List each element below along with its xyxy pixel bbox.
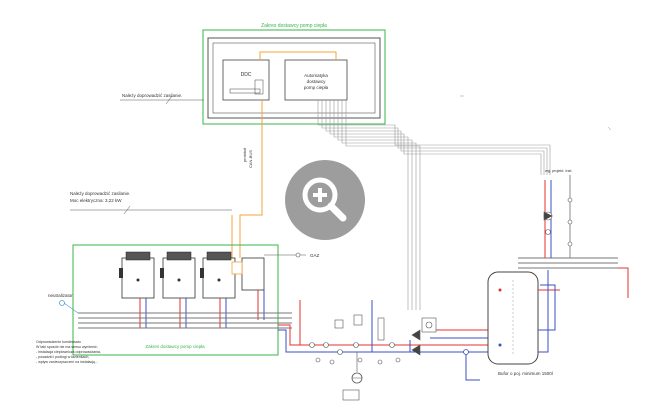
header-pipes [78,312,292,329]
heat-pump-scope-label: Zakres dostawcy pomp ciepła [145,344,205,349]
control-cabinet-outer [207,37,381,119]
gas-label: GAZ [310,253,320,258]
buffer-tank [487,271,539,365]
protocol-canbus-label: CAN-BUS [248,150,253,168]
control-scope-label: Zakres dostawcy pomp ciepła [261,23,327,29]
project-tag: wg. projekt. inst. [545,169,572,173]
can-bus-wiring [231,51,337,258]
magnifier-plus-icon [302,177,347,222]
heat-pump-units [119,251,265,299]
main-pipes [278,300,488,353]
heat-pump-unit-3 [200,251,236,299]
svg-text:- instalacja ciepłownicza odpr: - instalacja ciepłownicza odprowadzania, [36,350,101,354]
power-note-mid-1: Należy doprowadzić zasilanie. [70,191,130,196]
cascade-module [241,257,265,291]
neutralizer [59,300,65,306]
svg-text:Odprowadzenie kondensatu: Odprowadzenie kondensatu [36,340,81,344]
distribution-pipes [518,257,629,298]
automation-label-3: pomp ciepła [304,85,329,90]
power-note-top: Należy doprowadzić zasilanie. [122,93,182,98]
protocol-label: protokół [242,148,247,162]
condensate-notes: Odprowadzenie kondensatu W taki sposób n… [36,340,101,364]
ddc-label: DDC [241,72,252,78]
pump-group [411,317,437,356]
pipe-fittings [309,314,401,365]
control-scope-frame [202,29,386,125]
buffer-outlet-pipes [465,270,560,381]
neutralizer-label: neutralizator [48,293,73,298]
svg-text:- posadzki i podłogi w łazienk: - posadzki i podłogi w łazienkach, [36,355,89,359]
svg-text:- wpływ zanieczyszczeń na inst: - wpływ zanieczyszczeń na instalację... [36,360,98,364]
control-cabinet-inner [212,42,376,114]
heat-pump-scope-frame [72,244,279,356]
zoom-button[interactable] [285,160,365,240]
heat-pump-unit-2 [160,251,196,299]
signal-cable-bundle [317,100,551,310]
automation-box [284,59,348,101]
expansion-vessel [342,352,363,401]
heat-pump-unit-1 [119,251,155,299]
unit-connection-pipes [139,290,265,328]
automation-label-2: dostawcy [307,79,327,84]
riser-fittings [543,197,573,247]
automation-label-1: Automatyka [304,73,328,78]
power-note-mid-2: Moc elektryczna: 3,22 kW [70,198,122,203]
svg-text:W taki sposób nie ma sensu wym: W taki sposób nie ma sensu wymienić: [36,345,98,349]
buffer-label: Bufor o poj. minimum 1500l [498,371,553,376]
